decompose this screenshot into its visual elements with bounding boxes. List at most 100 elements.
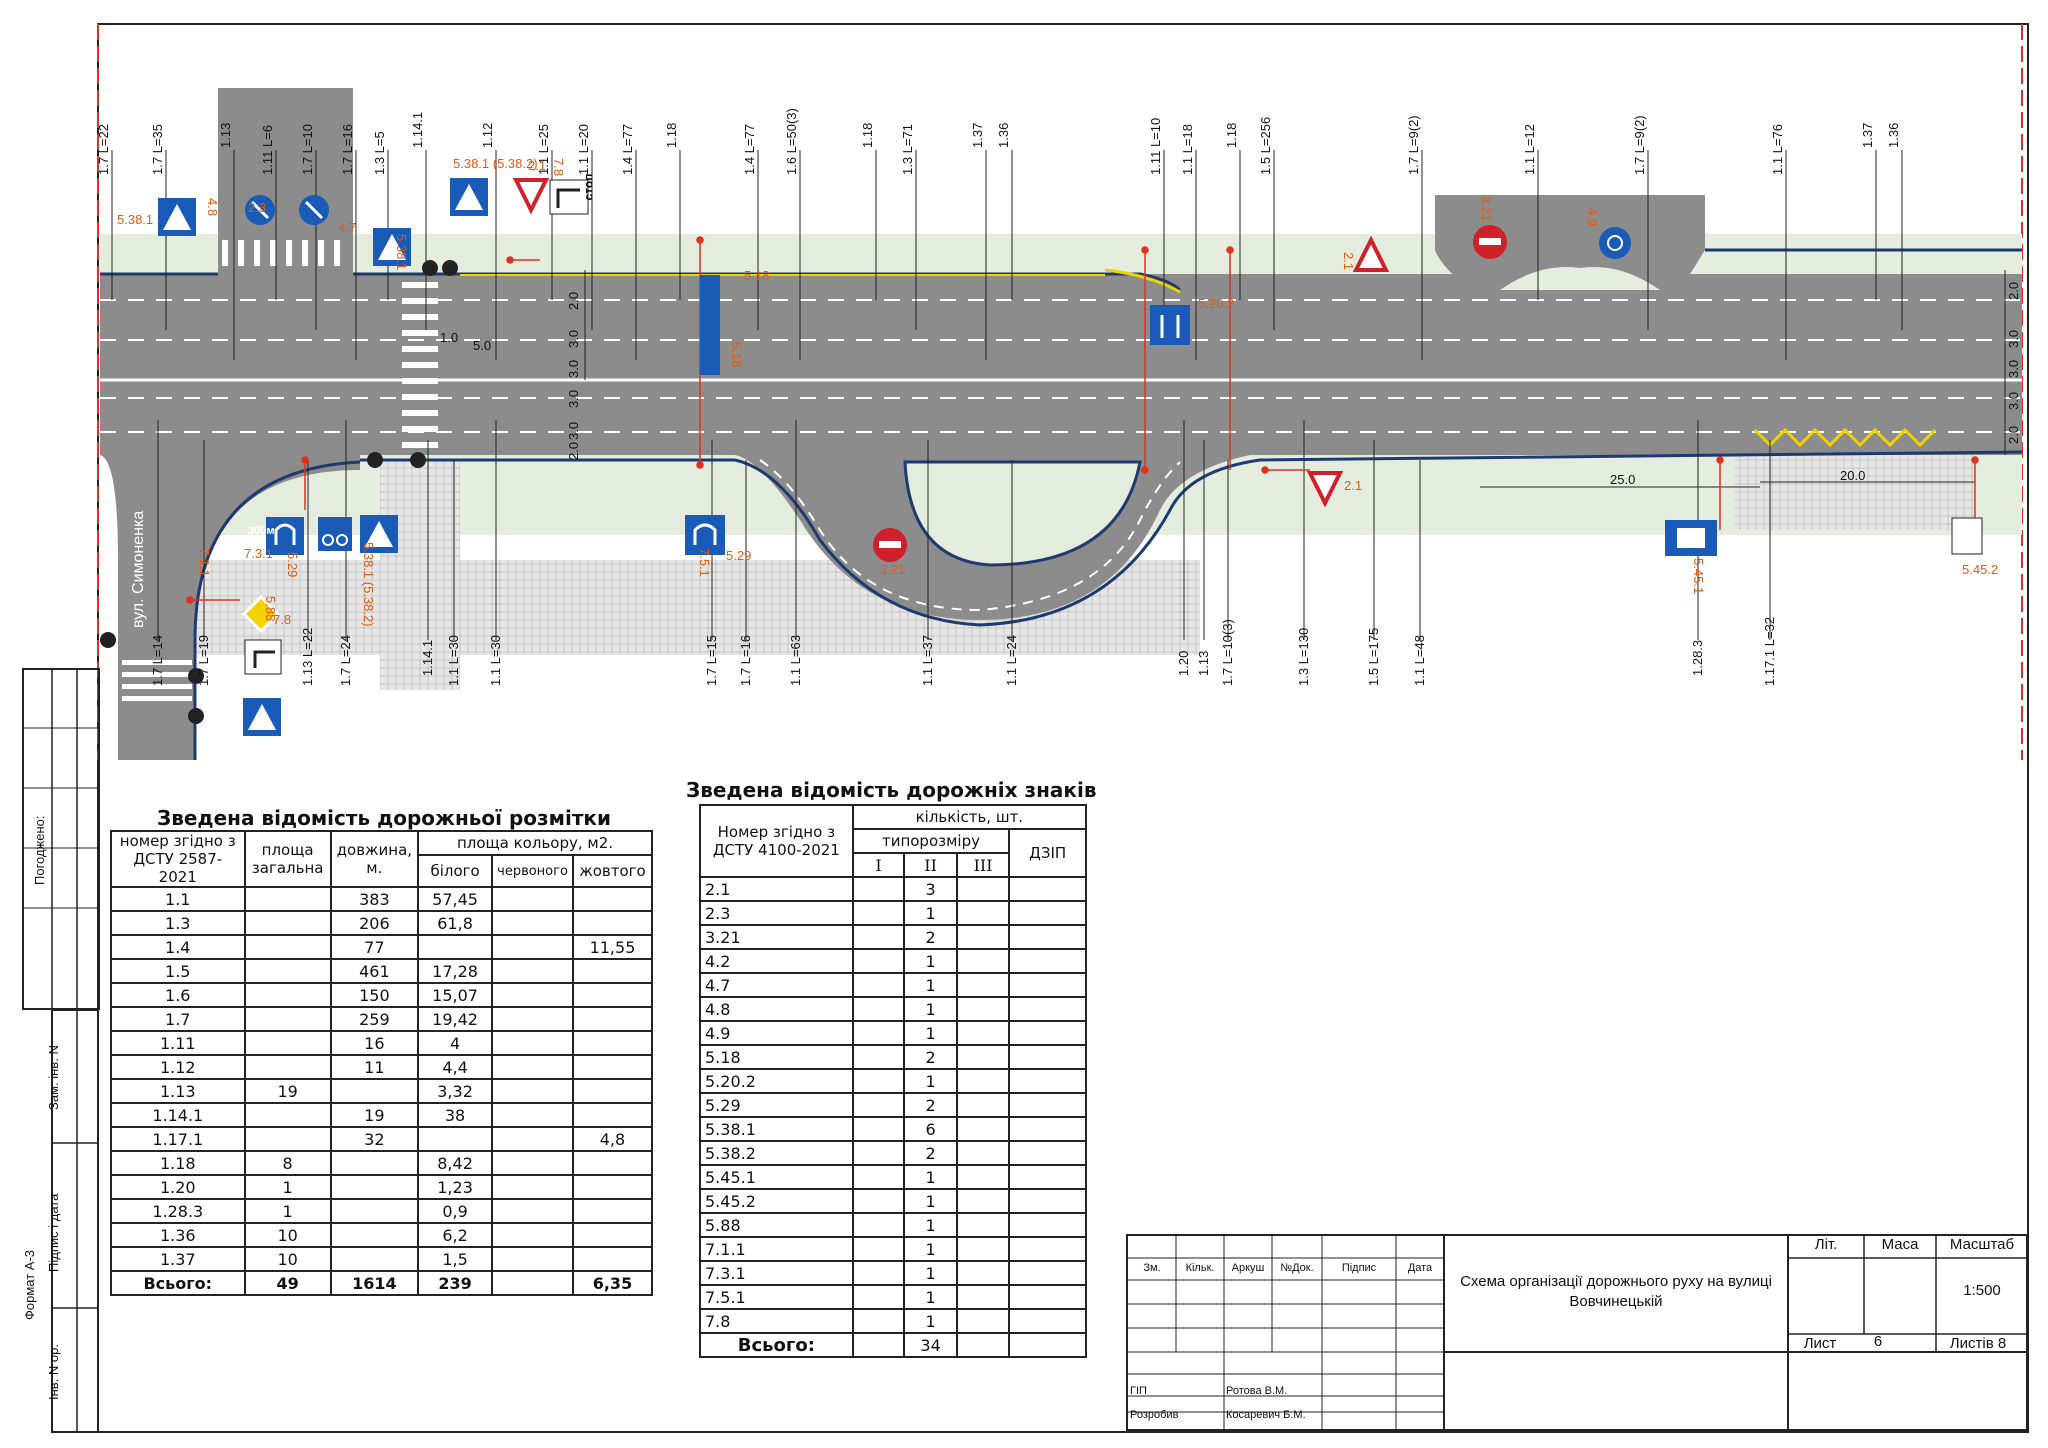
sign-bus-stop-1 [1665,520,1717,556]
top-callout: 1.3 L=5 [372,131,387,175]
sign-pedestrian-crossing-5 [243,698,281,736]
tb-mass: Маса [1881,1236,1919,1253]
markings-cell: 77 [329,934,419,960]
signs-cell: 5.29 [699,1092,854,1118]
sign-pedestrian-crossing-2 [450,178,488,216]
top-callout: 1.7 L=22 [96,124,111,175]
markings-cell [243,982,332,1008]
top-callout: 1.1 L=76 [1770,124,1785,175]
signs-cell: 2 [903,1044,958,1070]
markings-cell: 1.5 [110,958,246,984]
tb-sheet-label: Лист [1803,1335,1837,1352]
dimension-label: 1.0 [440,330,459,345]
signs-cell: 1 [903,1068,958,1094]
sign-code: 7.1.1 [197,548,212,577]
signs-cell: 5.45.2 [699,1188,854,1214]
markings-cell: 3,32 [416,1078,494,1104]
markings-cell [491,1054,574,1080]
side-inv-orig: Інв. N ор. [46,1344,61,1400]
signs-cell [955,972,1011,998]
signs-total-cell: Всього: [699,1332,854,1358]
top-callout: 1.1 L=18 [1180,124,1195,175]
bus-stop-pavement [1735,455,1975,530]
bottom-callout: 1.28.3 [1690,639,1705,676]
markings-cell: 1.28.3 [110,1198,246,1224]
dimension-label: 5.0 [473,338,492,353]
markings-total-cell: 239 [416,1270,494,1296]
markings-cell: 1.12 [110,1054,246,1080]
sign-give-way-2 [1352,235,1390,272]
markings-cell: 1.6 [110,982,246,1008]
signs-cell [1008,972,1087,998]
markings-cell: 1.4 [110,934,246,960]
markings-cell [491,910,574,936]
top-callout: 1.7 L=9(2) [1406,115,1421,175]
signs-cell: 7.1.1 [699,1236,854,1262]
markings-cell: 4 [416,1030,494,1056]
bottom-callout: 1.7 L=19 [196,635,211,686]
pavement-corner [380,460,460,690]
signs-cell: 2 [903,1092,958,1118]
signs-cell: 7.3.1 [699,1260,854,1286]
markings-cell [329,1078,419,1104]
signs-total-cell [955,1332,1011,1358]
sign-code: 5.45.2 [1962,562,1999,577]
signs-row: 5.29 2 [699,1092,1087,1118]
markings-cell [571,1246,654,1272]
signs-cell [1008,948,1087,974]
signs-cell [955,1260,1011,1286]
markings-cell [416,934,494,960]
signs-cell [1008,1020,1087,1046]
signs-cell: 4.8 [699,996,854,1022]
signs-cell [851,924,906,950]
markings-cell: 1.17.1 [110,1126,246,1152]
markings-cell: 16 [329,1030,419,1056]
top-callout: 1.7 L=16 [340,124,355,175]
bottom-callout: 1.1 L=30 [446,635,461,686]
sg-head-dzip: ДЗІП [1008,828,1087,878]
markings-cell: 1.37 [110,1246,246,1272]
sign-lane-direction-2 [700,275,720,375]
sign-keep-left-1 [245,195,275,225]
sign-code: 5.38.1 (5.38.2) [453,156,538,171]
markings-cell: 17,28 [416,958,494,984]
sg-head-s3: III [955,852,1011,878]
sign-code: 4.9 [1585,208,1600,227]
markings-cell [243,958,332,984]
top-callout: 1.18 [664,122,679,148]
sign-code: 5.88 [263,596,278,622]
signs-cell: 2.1 [699,876,854,902]
sign-code: 5.45.1 [1691,558,1706,595]
signs-cell: 1 [903,1284,958,1310]
markings-cell [571,1174,654,1200]
markings-total-cell: 49 [243,1270,332,1296]
signs-cell [1008,1140,1087,1166]
sign-keep-left-2 [299,195,329,225]
loop-edge-marking [759,459,1181,612]
tb-scale: 1:500 [1963,1282,2001,1299]
bottom-callout: 1.17.1 L=32 [1762,616,1777,686]
markings-total-cell: Всього: [110,1270,246,1296]
signs-cell: 4.9 [699,1020,854,1046]
markings-cell [329,1222,419,1248]
sign-no-entry-1 [1473,225,1507,259]
signs-cell [851,1116,906,1142]
tb-dev-name: Косаревич Б.М. [1226,1409,1306,1421]
markings-cell: 32 [329,1126,419,1152]
markings-cell [243,1102,332,1128]
signs-cell [851,1188,906,1214]
signs-cell [1008,996,1087,1022]
dimension-label: 3.0 [2006,391,2021,410]
signs-cell [851,1212,906,1238]
signs-table: Номер згідно з ДСТУ 4100-2021 кількість,… [699,804,1088,1358]
markings-cell: 1 [243,1198,332,1224]
